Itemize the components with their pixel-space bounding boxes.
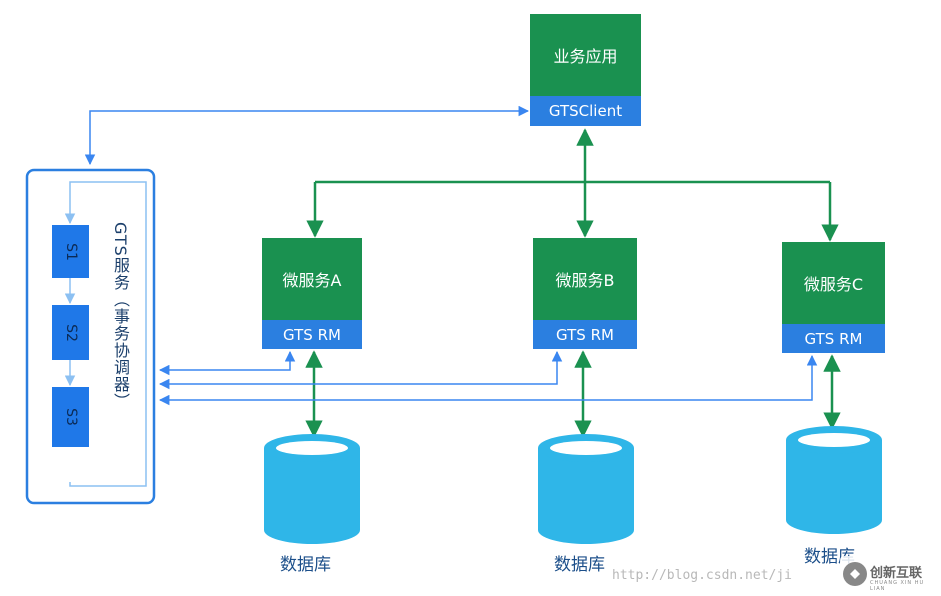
business-app-title: 业务应用 [553, 47, 618, 66]
microservice-b-title: 微服务B [555, 271, 615, 290]
brand-sub: CHUANG XIN HU LIAN [870, 580, 925, 592]
database-a-icon [264, 434, 360, 544]
microservice-a-rm-label: GTS RM [283, 325, 341, 344]
step-s3-label: S3 [62, 408, 79, 426]
s-loop-line [64, 181, 147, 487]
watermark-url: http://blog.csdn.net/ji [612, 568, 793, 583]
microservice-b-rm-label: GTS RM [556, 325, 614, 344]
microservice-b-rm: GTS RM [533, 320, 637, 349]
brand-logo-icon [843, 562, 867, 586]
microservice-c-title: 微服务C [803, 275, 864, 294]
step-s1: S1 [52, 225, 89, 278]
microservice-a-node: 微服务A [262, 238, 362, 320]
step-s3: S3 [52, 387, 89, 447]
database-b-icon [538, 434, 634, 544]
database-a-label: 数据库 [280, 555, 331, 575]
brand-name: 创新互联 [870, 566, 923, 581]
gts-client-label: GTSClient [548, 102, 623, 120]
step-s2-label: S2 [62, 323, 79, 342]
client-gts-arrow [84, 105, 530, 166]
microservice-c-rm: GTS RM [782, 324, 885, 353]
microservice-a-title: 微服务A [282, 271, 342, 290]
microservice-c-rm-label: GTS RM [804, 329, 863, 348]
business-app-node: 业务应用 [530, 14, 641, 96]
gts-rm-c-arrow [158, 354, 818, 406]
database-b-label: 数据库 [554, 555, 605, 575]
microservice-a-rm: GTS RM [262, 320, 362, 349]
gts-rm-a-arrow [158, 350, 296, 376]
gts-rm-b-arrow [158, 350, 563, 390]
step-s2: S2 [52, 305, 89, 360]
watermark-brand: 创新互联 CHUANG XIN HU LIAN [840, 556, 940, 594]
microservice-b-node: 微服务B [533, 238, 637, 320]
microservice-c-node: 微服务C [782, 242, 885, 324]
gts-service-title: GTS服务（事务协调器） [111, 222, 130, 410]
step-s1-label: S1 [62, 242, 79, 261]
database-c-icon [786, 426, 882, 534]
gts-service-container [25, 168, 156, 505]
gts-client-node: GTSClient [530, 96, 641, 126]
